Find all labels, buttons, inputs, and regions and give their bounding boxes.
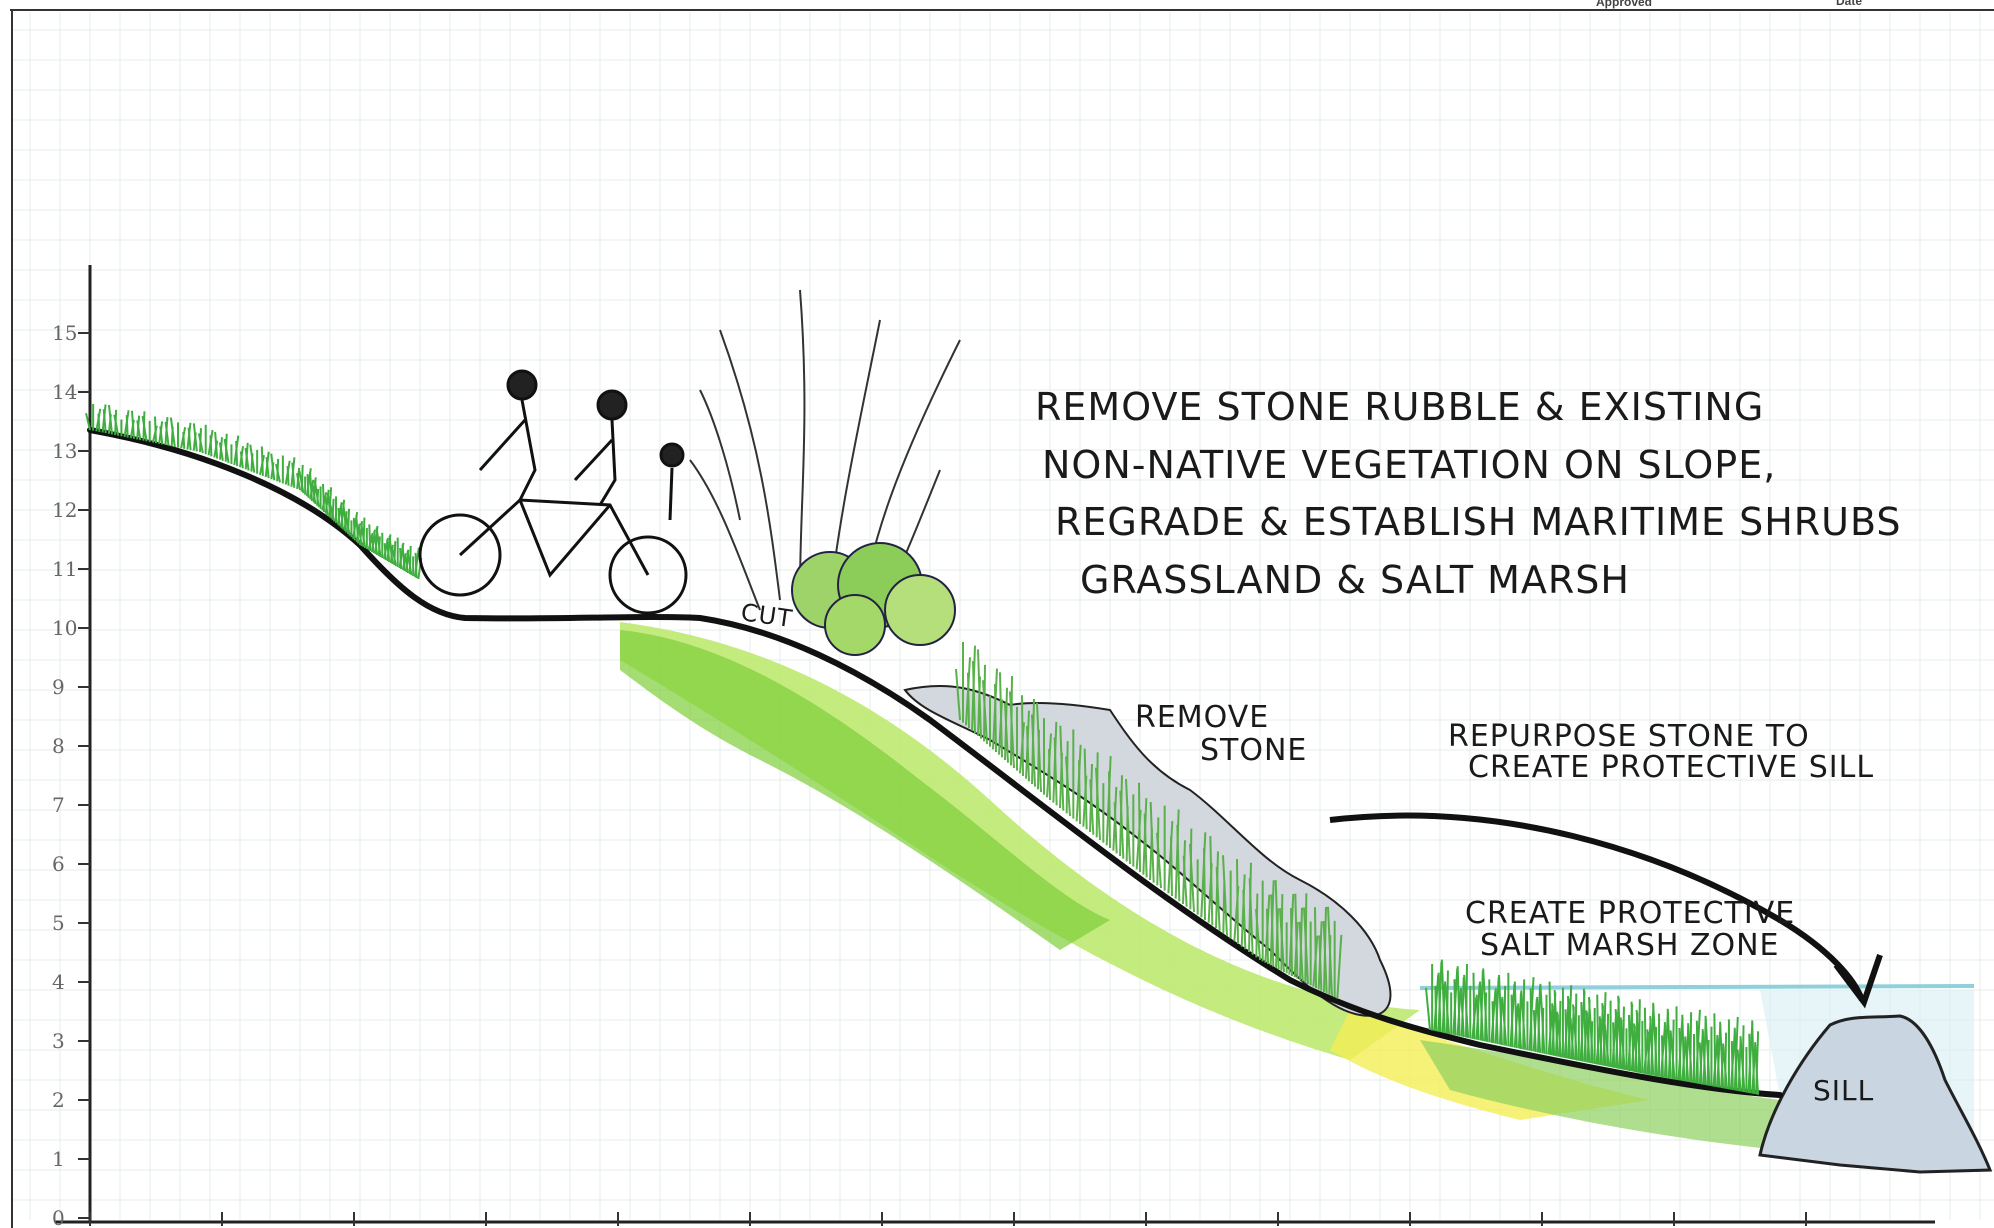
elevation-tick-label: 8 (52, 734, 65, 758)
elevation-tick-label: 10 (52, 616, 77, 640)
repurpose-line-1: REPURPOSE STONE TO (1448, 719, 1810, 754)
main-note-line-3: REGRADE & ESTABLISH MARITIME SHRUBS (1055, 500, 1902, 544)
salt-marsh-line-1: CREATE PROTECTIVE (1465, 896, 1795, 931)
approved-label: Approved (1596, 0, 1652, 9)
date-label: Date (1836, 0, 1862, 8)
sill-stone (1758, 1014, 1993, 1174)
baseline-ticks (89, 1212, 1807, 1226)
tandem-bicycle-family (418, 369, 688, 615)
green-slope-shade (620, 630, 1110, 950)
repurpose-line-2: CREATE PROTECTIVE SILL (1468, 750, 1874, 785)
main-note: REMOVE STONE RUBBLE & EXISTING NON-NATIV… (1035, 385, 1902, 602)
grid-paper (12, 12, 1994, 1220)
elevation-tick-label: 6 (52, 852, 65, 876)
elevation-tick-label: 13 (52, 439, 77, 463)
slope-grass (955, 641, 1343, 999)
ground-profile-line (87, 427, 1783, 1098)
elevation-tick-label: 12 (52, 498, 77, 522)
main-note-line-1: REMOVE STONE RUBBLE & EXISTING (1035, 385, 1764, 429)
elevation-tick-label: 1 (52, 1147, 65, 1171)
shrub (791, 542, 956, 656)
upper-bank-grass (85, 404, 423, 580)
sill-label: SILL (1813, 1074, 1874, 1107)
elevation-tick-label: 11 (52, 557, 77, 581)
elevation-tick-label: 15 (52, 321, 77, 345)
elevation-tick-label: 3 (52, 1029, 65, 1053)
front-wheel (418, 513, 502, 597)
elevation-tick-label: 5 (52, 911, 65, 935)
elevation-tick-label: 2 (52, 1088, 65, 1112)
elevation-tick-label: 14 (52, 380, 77, 404)
marsh-fill (1420, 1040, 1780, 1150)
remove-stone-line-1: REMOVE (1135, 700, 1269, 735)
elevation-tick-label: 4 (52, 970, 65, 994)
water-line (1419, 984, 1975, 990)
elevation-tick-label: 9 (52, 675, 65, 699)
main-note-line-2: NON-NATIVE VEGETATION ON SLOPE, (1042, 443, 1776, 487)
salt-marsh-line-2: SALT MARSH ZONE (1480, 928, 1780, 963)
arrow-head (1833, 954, 1883, 1009)
main-note-line-4: GRASSLAND & SALT MARSH (1080, 558, 1630, 602)
elevation-tick-label: 7 (52, 793, 65, 817)
elevation-tick-label: 0 (52, 1206, 65, 1228)
rear-wheel (608, 535, 688, 615)
salt-marsh-grass (1425, 959, 1760, 1095)
remove-stone-line-2: STONE (1200, 733, 1307, 768)
